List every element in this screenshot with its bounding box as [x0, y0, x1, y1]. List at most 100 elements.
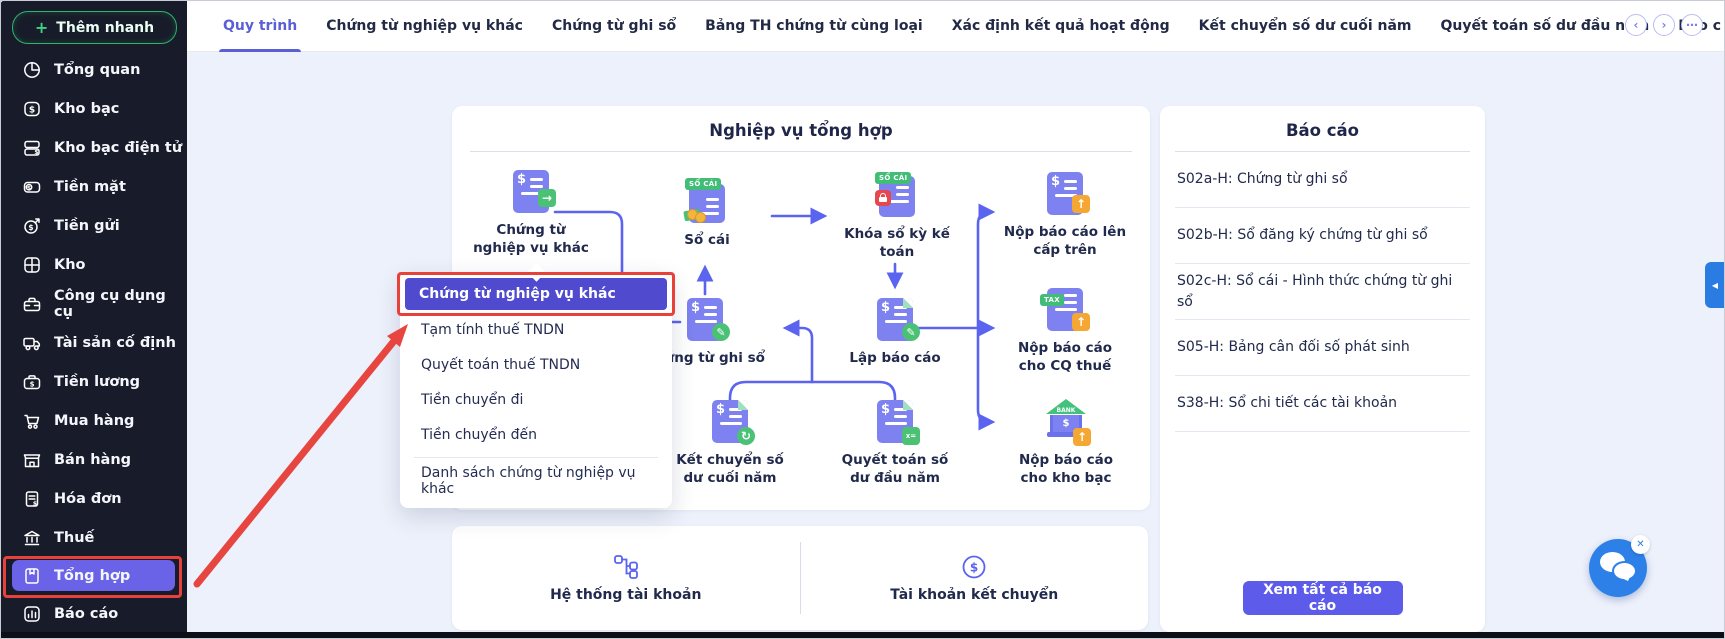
sidebar-item-kho[interactable]: Kho: [0, 245, 187, 284]
tab-quy-trinh[interactable]: Quy trình: [218, 0, 302, 52]
report-item-s02c[interactable]: S02c-H: Sổ cái - Hình thức chứng từ ghi …: [1175, 264, 1470, 320]
sidebar-item-tien-gui[interactable]: $ Tiền gửi: [0, 206, 187, 245]
tab-bar: Quy trình Chứng từ nghiệp vụ khác Chứng …: [187, 0, 1725, 52]
sidebar-item-tong-hop[interactable]: Tổng hợp: [12, 560, 175, 591]
chat-close-icon[interactable]: ✕: [1631, 535, 1650, 554]
lock-icon: [875, 190, 891, 206]
sidebar-item-bao-cao[interactable]: Báo cáo: [0, 594, 187, 633]
menu-item-chung-tu-nghiep-vu-khac[interactable]: Chứng từ nghiệp vụ khác: [405, 278, 667, 310]
sidebar-item-label: Tiền gửi: [54, 217, 120, 234]
flow-node-chung-tu-ghi-so[interactable]: $ ✎ Chứng từ ghi sổ: [630, 296, 780, 367]
tab-chung-tu-ghi-so[interactable]: Chứng từ ghi sổ: [551, 17, 677, 34]
sidebar-item-label: Tài sản cố định: [54, 334, 176, 351]
flow-panel-title: Nghiệp vụ tổng hợp: [709, 121, 893, 140]
tax-label: TAX: [1040, 294, 1064, 306]
warehouse-icon: [24, 256, 40, 273]
report-item-s38[interactable]: S38-H: Sổ chi tiết các tài khoản: [1175, 376, 1470, 432]
report-item-s05[interactable]: S05-H: Bảng cân đối số phát sinh: [1175, 320, 1470, 376]
account-system-link[interactable]: Hệ thống tài khoản: [452, 554, 800, 603]
sidebar-item-label: Tổng quan: [54, 61, 141, 78]
sidebar-item-thue[interactable]: Thuế: [0, 518, 187, 557]
tabs: Quy trình Chứng từ nghiệp vụ khác Chứng …: [218, 0, 1721, 52]
tab-bang-th-chung-tu[interactable]: Bảng TH chứng từ cùng loại: [705, 17, 923, 34]
sidebar-item-ban-hang[interactable]: Bán hàng: [0, 440, 187, 479]
truck-icon: [23, 337, 41, 350]
document-refresh-icon: $ ↻: [707, 398, 755, 446]
svg-text:$: $: [27, 184, 31, 191]
book-icon: [25, 567, 39, 584]
window-bottom-edge: [0, 632, 1725, 639]
menu-divider: [414, 457, 658, 458]
tab-ket-chuyen-so-du[interactable]: Kết chuyển số dư cuối năm: [1198, 17, 1412, 34]
so-cai-label: SỔ CÁI: [685, 178, 722, 190]
sidebar-item-hoa-don[interactable]: $ Hóa đơn: [0, 479, 187, 518]
document-edit-icon: $ ✎: [872, 296, 920, 344]
receipt-upload-icon: $ ↑: [1042, 170, 1090, 218]
tab-scroll-controls: ‹ › ⋯: [1625, 14, 1703, 36]
tab-chung-tu-nghiep-vu-khac[interactable]: Chứng từ nghiệp vụ khác: [326, 17, 523, 34]
menu-item-quyet-toan-thue-tndn[interactable]: Quyết toán thuế TNDN: [421, 356, 581, 373]
bank-label: BANK: [1046, 399, 1086, 414]
svg-text:$: $: [30, 380, 35, 388]
accounts-panel: Hệ thống tài khoản $ Tài khoản kết chuyể…: [452, 526, 1148, 630]
menu-item-tam-tinh-thue-tndn[interactable]: Tạm tính thuế TNDN: [421, 321, 565, 338]
bar-chart-icon: [24, 605, 40, 622]
receipt-forward-icon: $ →: [508, 168, 556, 216]
chevron-left-icon[interactable]: ‹: [1625, 14, 1647, 36]
account-transfer-label: Tài khoản kết chuyển: [890, 586, 1059, 603]
sidebar-item-tong-quan[interactable]: Tổng quan: [0, 50, 187, 89]
svg-text:$: $: [28, 223, 33, 232]
report-item-s02a[interactable]: S02a-H: Chứng từ ghi sổ: [1175, 152, 1470, 208]
menu-item-danh-sach-chung-tu[interactable]: Danh sách chứng từ nghiệp vụ khác: [421, 464, 636, 497]
menu-item-tien-chuyen-di[interactable]: Tiền chuyển đi: [421, 391, 524, 408]
flow-node-lap-bao-cao[interactable]: $ ✎ Lập báo cáo: [820, 296, 970, 367]
sidebar-item-label: Tổng hợp: [54, 567, 131, 584]
side-drawer-handle[interactable]: ◀: [1705, 262, 1725, 308]
quick-add-button[interactable]: + Thêm nhanh: [12, 11, 177, 44]
report-item-s02b[interactable]: S02b-H: Sổ đăng ký chứng từ ghi sổ: [1175, 208, 1470, 264]
ledger-lock-icon: SỔ CÁI: [874, 172, 920, 220]
svg-text:$: $: [29, 105, 35, 115]
cash-icon: $: [23, 181, 41, 193]
reports-panel: Báo cáo S02a-H: Chứng từ ghi sổ S02b-H: …: [1160, 106, 1485, 632]
ledger-coins-icon: SỔ CÁI: [683, 178, 730, 226]
account-transfer-link[interactable]: $ Tài khoản kết chuyển: [801, 554, 1149, 603]
sidebar-item-tien-mat[interactable]: $ Tiền mặt: [0, 167, 187, 206]
more-tabs-icon[interactable]: ⋯: [1681, 14, 1703, 36]
sidebar-item-cong-cu-dung-cu[interactable]: Công cụ dụng cụ: [0, 284, 187, 323]
dollar-glyph: $: [881, 300, 891, 315]
flow-node-so-cai[interactable]: SỔ CÁI Sổ cái: [632, 178, 782, 249]
reports-panel-title: Báo cáo: [1285, 121, 1360, 140]
chevron-right-icon[interactable]: ›: [1653, 14, 1675, 36]
sidebar-item-label: Kho bạc điện tử: [54, 139, 183, 156]
menu-item-tien-chuyen-den[interactable]: Tiền chuyển đến: [421, 426, 537, 443]
sidebar-item-label: Kho: [54, 256, 86, 273]
dollar-glyph: $: [881, 402, 891, 417]
sidebar-item-kho-bac-dien-tu[interactable]: $ Kho bạc điện tử: [0, 128, 187, 167]
sidebar-item-tai-san-co-dinh[interactable]: Tài sản cố định: [0, 323, 187, 362]
view-all-reports-button[interactable]: Xem tất cả báo cáo: [1242, 581, 1403, 615]
refresh-icon: ↻: [737, 427, 755, 445]
tab-xac-dinh-ket-qua[interactable]: Xác định kết quả hoạt động: [951, 17, 1170, 34]
sidebar-item-tien-luong[interactable]: $ Tiền lương: [0, 362, 187, 401]
tab-quyet-toan-so-du[interactable]: Quyết toán số dư đầu năm: [1440, 17, 1650, 34]
sidebar-item-label: Bán hàng: [54, 451, 132, 468]
dollar-glyph: $: [716, 402, 726, 417]
chat-widget-button[interactable]: ✕: [1589, 535, 1650, 597]
accounts-divider: [799, 542, 801, 614]
sidebar-item-mua-hang[interactable]: Mua hàng: [0, 401, 187, 440]
pencil-icon: ✎: [712, 323, 730, 341]
bank-upload-icon: BANK $ ↑: [1043, 398, 1091, 446]
sidebar-item-kho-bac[interactable]: $ Kho bạc: [0, 89, 187, 128]
